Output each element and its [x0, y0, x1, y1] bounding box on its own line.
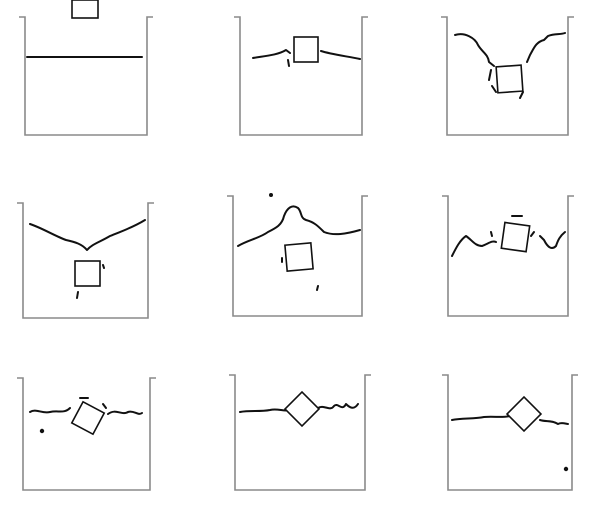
box-icon [293, 36, 319, 63]
water-surface [451, 215, 566, 257]
water-droplet [563, 466, 569, 472]
box-icon [495, 64, 524, 94]
tank-icon [442, 374, 578, 491]
water-surface [252, 49, 361, 67]
panel-8 [229, 374, 371, 491]
tank-icon [441, 16, 574, 136]
panel-9 [442, 374, 578, 491]
water-surface [454, 32, 566, 99]
box-icon [71, 0, 99, 19]
box-icon [70, 400, 106, 436]
tank-icon [234, 16, 368, 136]
panel-2 [234, 16, 368, 136]
water-surface [29, 219, 146, 299]
tank-icon [229, 374, 371, 491]
tank-icon [19, 16, 153, 136]
panel-7 [17, 377, 156, 491]
water-surface [239, 403, 359, 413]
panel-5 [227, 193, 368, 317]
water-surface [237, 205, 361, 291]
box-icon [284, 242, 314, 272]
panel-1 [19, 0, 153, 136]
water-droplet [269, 193, 273, 197]
box-icon [505, 395, 543, 433]
tank-icon [442, 195, 574, 317]
water-surface [451, 415, 569, 425]
box-icon [500, 221, 531, 253]
tank-icon [17, 377, 156, 491]
panel-3 [441, 16, 574, 136]
water-surface [29, 397, 143, 415]
tank-icon [17, 202, 154, 319]
water-droplet [39, 428, 45, 434]
panel-4 [17, 202, 154, 319]
panel-6 [442, 195, 574, 317]
tank-icon [227, 195, 368, 317]
box-icon [74, 260, 101, 287]
box-icon [283, 390, 321, 428]
